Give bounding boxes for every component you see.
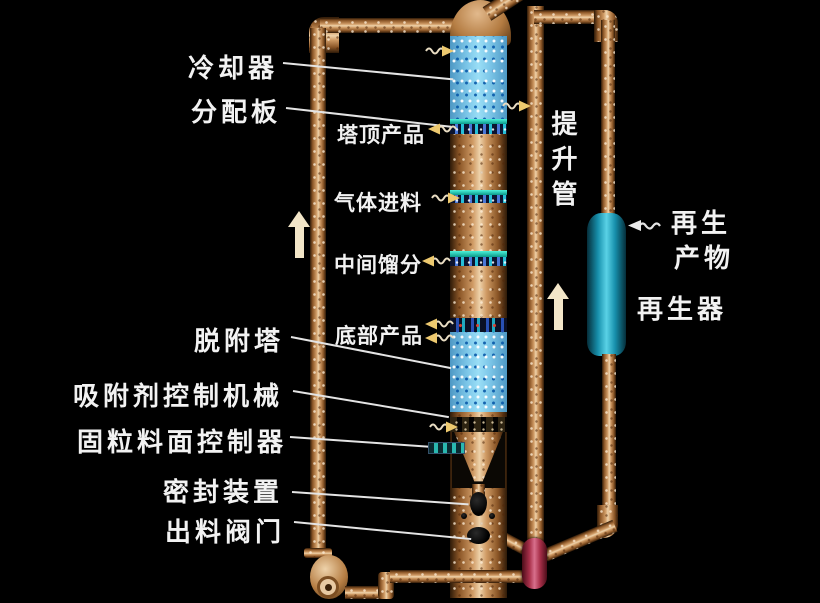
flow-arrow-cooler-in-icon: [425, 45, 454, 57]
label-regen-product-line2: 产物: [674, 244, 735, 273]
label-regen-product-line1: 再生: [671, 209, 732, 238]
up-arrow-riser-icon: [547, 283, 569, 330]
seal-side-dot-right: [489, 513, 495, 519]
left-loop-down-pipe: [310, 28, 326, 552]
middle-cut-band: [450, 257, 507, 266]
label-desorption-tower: 脱附塔: [194, 327, 285, 356]
cooler-section: [450, 36, 507, 119]
distributor-plate-band: [450, 124, 507, 134]
label-cooler: 冷却器: [188, 54, 279, 83]
desorber-section: [450, 332, 507, 412]
label-seal-device: 密封装置: [163, 478, 284, 507]
main-column: [450, 36, 507, 598]
seal-side-dot-left: [461, 513, 467, 519]
label-gas-feed: 气体进料: [334, 191, 422, 215]
up-arrow-left-icon: [288, 211, 310, 258]
gas-feed-line: [450, 190, 507, 195]
label-bottom-product: 底部产品: [335, 324, 423, 348]
funnel-cone: [454, 432, 503, 482]
label-discharge-valve: 出料阀门: [165, 518, 286, 547]
label-regenerator: 再生器: [637, 295, 728, 324]
flow-arrow-bottom-product-1-icon: [425, 318, 454, 330]
funnel-zone: [452, 432, 505, 488]
left-loop-top-pipe: [320, 18, 454, 33]
flow-arrow-control-band-icon: [429, 421, 458, 433]
label-level-controller: 固粒料面控制器: [77, 428, 288, 457]
label-top-product: 塔顶产品: [337, 123, 425, 147]
flow-arrow-bottom-product-2-icon: [425, 332, 454, 344]
seal-ball: [470, 492, 487, 516]
regenerator-vessel: [587, 213, 626, 356]
regenerator-top-pipe: [534, 10, 608, 24]
middle-cut-line: [450, 251, 507, 257]
riser-pipe: [527, 6, 544, 542]
flow-arrow-middle-cut-icon: [422, 255, 451, 267]
adsorbent-control-band: [450, 417, 507, 432]
pump-to-valve-pipe: [390, 570, 524, 583]
regenerator-return-pipe: [542, 519, 618, 562]
leader-line-cooler: [282, 62, 454, 81]
top-tray-line: [450, 119, 507, 124]
pump-inlet-flange: [304, 548, 332, 558]
flow-arrow-regen-product-icon: [628, 220, 661, 231]
label-middle-cut: 中间馏分: [334, 253, 422, 277]
bottom-product-band: [450, 318, 507, 332]
lift-feed-valve: [522, 538, 547, 589]
discharge-ball: [467, 527, 490, 544]
flow-arrow-top-product-out-icon: [502, 100, 531, 112]
regenerator-feed-pipe: [601, 20, 615, 216]
solids-level-sensor: [428, 442, 465, 454]
flow-arrow-gas-feed-icon: [431, 192, 460, 204]
regenerator-outlet-pipe: [602, 354, 616, 516]
label-riser: 提升管: [548, 110, 577, 215]
label-adsorbent-control: 吸附剂控制机械: [73, 382, 284, 411]
flow-arrow-top-product-icon: [428, 123, 457, 135]
gas-feed-band: [450, 195, 507, 203]
label-distributor-plate: 分配板: [191, 98, 282, 127]
pump-hub: [325, 584, 332, 591]
pump-outlet-pipe: [345, 586, 387, 599]
